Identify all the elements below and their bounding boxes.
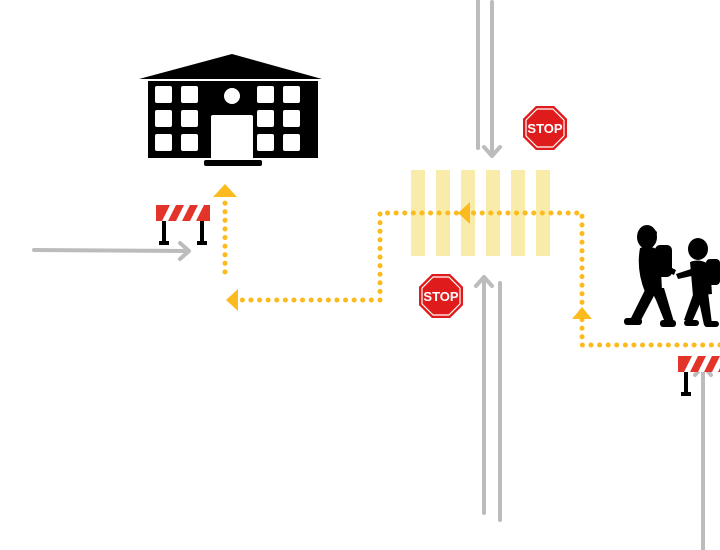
school-round-window xyxy=(224,88,240,104)
school-step xyxy=(204,160,262,166)
stop-sign-label: STOP xyxy=(423,289,458,304)
right-arrow-icon xyxy=(178,241,191,261)
school-roof xyxy=(139,54,322,79)
road-barricade-icon xyxy=(156,205,210,245)
child-silhouette xyxy=(624,225,676,327)
school-building-icon xyxy=(139,54,322,166)
route-path xyxy=(229,210,720,348)
crosswalk-stripe xyxy=(436,170,450,256)
school-door xyxy=(211,115,253,160)
route-arrow-left-icon xyxy=(226,289,238,311)
road-barricade-icon xyxy=(678,356,720,396)
down-arrow-icon xyxy=(482,145,502,158)
up-arrow-icon xyxy=(474,275,494,288)
road-lane-line xyxy=(32,248,190,253)
stop-sign-label: STOP xyxy=(527,121,562,136)
walking-children-icon xyxy=(624,225,720,327)
stop-sign-icon: STOP xyxy=(419,274,463,318)
child-silhouette xyxy=(676,238,720,327)
school-windows xyxy=(155,86,300,160)
stop-sign-icon: STOP xyxy=(523,106,567,150)
walking-route xyxy=(213,184,720,348)
route-arrow-left-icon xyxy=(458,202,470,224)
crosswalk-stripe xyxy=(411,170,425,256)
route-arrow-up-icon xyxy=(572,307,592,319)
traffic-arrows xyxy=(32,0,713,550)
route-arrow-up-icon xyxy=(213,184,237,197)
